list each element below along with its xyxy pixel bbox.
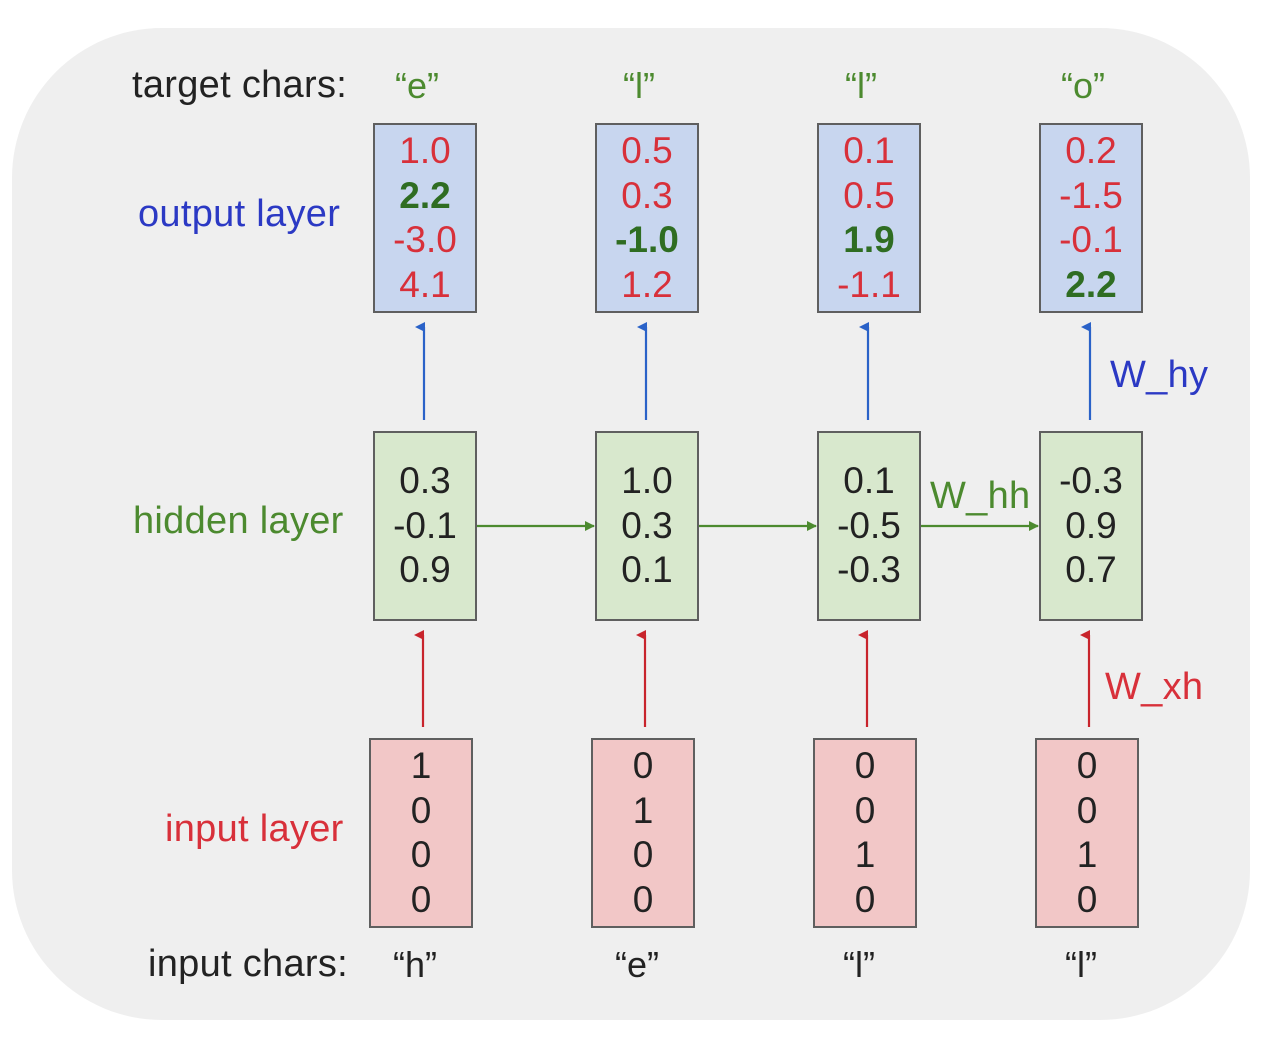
input-value: 1 (1076, 834, 1098, 875)
output-value: -0.1 (1059, 219, 1123, 260)
target-char: “o” (1061, 65, 1105, 106)
output-value: 0.5 (621, 130, 673, 171)
input-char: “e” (615, 944, 659, 985)
input-value: 0 (1076, 878, 1098, 920)
input-value: 1 (410, 745, 432, 786)
output-value: 2.2 (1065, 263, 1117, 305)
w-xh-label: W_xh (1105, 666, 1204, 708)
target-char: “l” (623, 65, 655, 106)
input-value: 0 (410, 789, 432, 831)
hidden-layer-label: hidden layer (133, 500, 344, 542)
input-value: 1 (854, 834, 876, 875)
output-value: 1.9 (843, 219, 895, 260)
hidden-value: 0.7 (1065, 549, 1117, 591)
hidden-value: 1.0 (621, 460, 673, 502)
output-value: -3.0 (393, 219, 457, 260)
hidden-value: 0.1 (843, 460, 895, 502)
hidden-value: -0.3 (837, 549, 901, 591)
hidden-vector-box: 0.1-0.5-0.3 (817, 431, 921, 621)
input-value: 1 (632, 789, 654, 831)
input-chars-label: input chars: (148, 943, 349, 985)
hidden-value: 0.3 (399, 460, 451, 502)
output-value: 1.2 (621, 263, 673, 305)
hidden-value: 0.9 (399, 549, 451, 591)
target-char: “l” (845, 65, 877, 106)
target-char: “e” (395, 65, 439, 106)
input-value: 0 (1076, 745, 1098, 786)
hidden-value: -0.3 (1059, 460, 1123, 502)
input-value: 0 (632, 745, 654, 786)
output-value: 0.5 (843, 174, 895, 216)
input-value: 0 (410, 834, 432, 875)
hidden-value: 0.9 (1065, 504, 1117, 546)
output-value: 0.2 (1065, 130, 1117, 171)
input-value: 0 (854, 878, 876, 920)
input-char: “l” (843, 944, 875, 985)
output-value: 4.1 (399, 263, 451, 305)
w-hh-label: W_hh (930, 475, 1031, 517)
input-value: 0 (632, 878, 654, 920)
hidden-value: -0.5 (837, 504, 901, 546)
input-value: 0 (1076, 789, 1098, 831)
hidden-value: 0.1 (621, 549, 673, 591)
output-value: 0.1 (843, 130, 895, 171)
input-value: 0 (854, 745, 876, 786)
output-value: 2.2 (399, 174, 451, 216)
target-chars-label: target chars: (132, 64, 348, 106)
output-value: 1.0 (399, 130, 451, 171)
input-char: “h” (393, 944, 437, 985)
output-value: -1.5 (1059, 174, 1123, 216)
input-value: 0 (410, 878, 432, 920)
input-layer-label: input layer (165, 808, 344, 850)
output-layer-label: output layer (138, 193, 341, 235)
output-value: -1.1 (837, 263, 901, 305)
w-hy-label: W_hy (1110, 354, 1209, 396)
input-value: 0 (632, 834, 654, 875)
output-value: -1.0 (615, 219, 679, 260)
output-value: 0.3 (621, 174, 673, 216)
hidden-value: 0.3 (621, 504, 673, 546)
input-char: “l” (1065, 944, 1097, 985)
hidden-value: -0.1 (393, 504, 457, 546)
input-value: 0 (854, 789, 876, 831)
